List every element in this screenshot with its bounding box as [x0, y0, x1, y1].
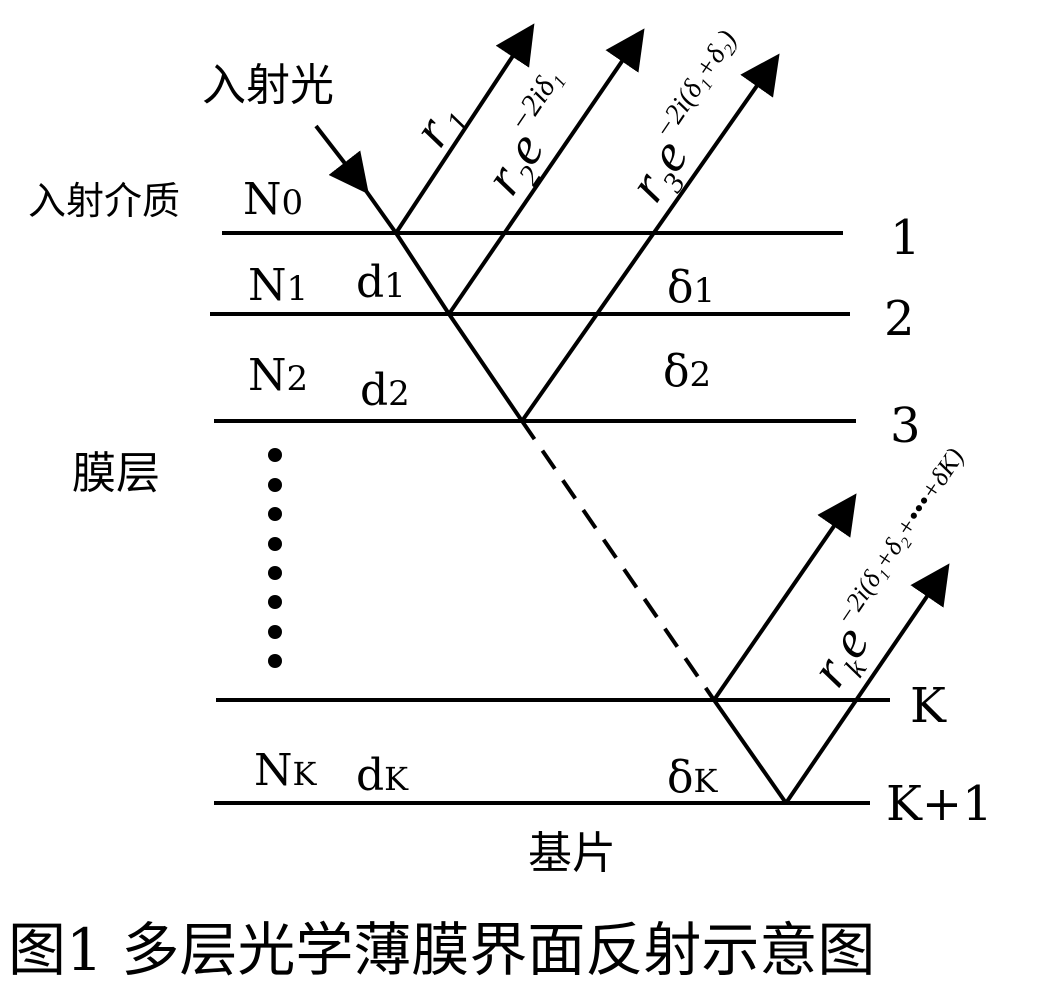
layer-1-delta: δ1	[667, 262, 715, 313]
interface-label-1: 1	[890, 210, 921, 266]
reflection-label-3: r3e−2i(δ₁+δ₂)	[615, 25, 775, 216]
interface-label-2: 2	[884, 291, 915, 347]
layer-2-d: d2	[360, 365, 410, 416]
n0-label: N0	[243, 174, 303, 225]
reflection-label-2: r2e−2iδ₁	[469, 63, 599, 209]
film-layers-label: 膜层	[72, 448, 160, 499]
refracted-ray-bottom	[712, 698, 788, 805]
svg-text:rke−2i(δ₁+δ₂+•••+δK): rke−2i(δ₁+δ₂+•••+δK)	[797, 443, 1002, 701]
substrate-label: 基片	[528, 828, 616, 879]
reflected-ray-2	[447, 28, 645, 316]
interface-label-3: 3	[890, 398, 921, 454]
layer-2-delta: δ2	[663, 346, 711, 397]
reflected-ray-1	[394, 23, 535, 235]
reflected-ray-3	[520, 53, 780, 423]
reflected-ray-k	[712, 493, 857, 702]
svg-text:r2e−2iδ₁: r2e−2iδ₁	[469, 63, 599, 209]
interface-label-k-plus-1: K+1	[886, 776, 993, 832]
layer-k-delta: δK	[667, 752, 719, 803]
interface-label-k: K	[910, 678, 947, 734]
reflection-label-k: rke−2i(δ₁+δ₂+•••+δK)	[797, 443, 1002, 701]
refracted-ray	[362, 186, 524, 423]
reflection-label-1: r1	[400, 89, 477, 159]
refracted-ray-dashed	[520, 419, 716, 702]
layer-ellipsis-dots	[268, 448, 282, 668]
layer-1-n: N1	[248, 260, 308, 311]
incident-light-label: 入射光	[202, 60, 334, 111]
incident-medium-label: 入射介质	[28, 179, 180, 223]
layer-2-n: N2	[248, 350, 308, 401]
layer-1-d: d1	[356, 257, 406, 308]
svg-text:r3e−2i(δ₁+δ₂): r3e−2i(δ₁+δ₂)	[615, 25, 775, 216]
svg-text:r1: r1	[400, 89, 477, 159]
reflected-ray-k-plus-1	[784, 563, 950, 805]
incident-arrow	[314, 124, 369, 195]
layer-k-n: NK	[254, 745, 318, 796]
layer-k-d: dK	[356, 750, 409, 801]
figure-caption: 图1 多层光学薄膜界面反射示意图	[8, 916, 875, 984]
